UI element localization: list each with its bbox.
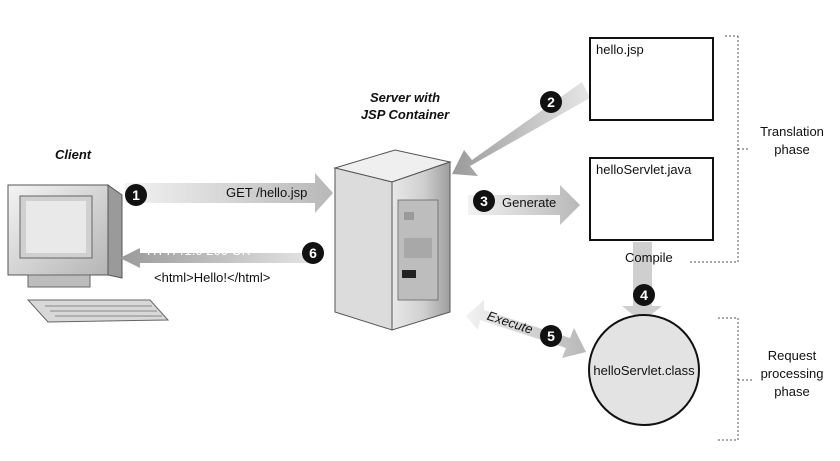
translation-phase-line2: phase xyxy=(774,142,810,157)
step-5-badge: 5 xyxy=(540,325,562,347)
server-tower-icon xyxy=(333,149,452,331)
step-6-badge: 6 xyxy=(302,242,324,264)
server-title-line1: Server with xyxy=(369,90,441,105)
hello-jsp-label: hello.jsp xyxy=(596,42,644,57)
client-title: Client xyxy=(55,147,92,162)
step-4-badge: 4 xyxy=(633,284,655,306)
server-title-line2: JSP Container xyxy=(360,107,450,122)
translation-phase-bracket xyxy=(690,35,748,263)
hello-servlet-java-file xyxy=(589,157,714,241)
step-3-badge: 3 xyxy=(473,190,495,212)
hello-jsp-file xyxy=(589,37,714,121)
generate-label: Generate xyxy=(502,195,557,210)
request-phase-line2: processing xyxy=(760,366,824,381)
hello-servlet-java-label: helloServlet.java xyxy=(596,162,692,177)
read-arrow xyxy=(452,82,590,176)
hello-servlet-class-label: helloServlet.class xyxy=(593,363,695,378)
hello-servlet-class-circle xyxy=(588,314,700,426)
response-body-label: <html>Hello!</html> xyxy=(154,270,271,285)
request-phase-line1: Request xyxy=(767,348,817,363)
response-status-label: HTTP/1.0 200 OK xyxy=(147,243,251,258)
step-2-badge: 2 xyxy=(540,91,562,113)
request-arrow xyxy=(125,173,333,213)
request-phase-bracket xyxy=(718,317,752,441)
generate-arrow xyxy=(468,185,580,225)
compile-label: Compile xyxy=(625,250,673,265)
translation-phase-line1: Translation xyxy=(760,124,824,139)
client-computer-icon xyxy=(7,184,170,323)
request-phase-line3: phase xyxy=(774,384,810,399)
request-label: GET /hello.jsp xyxy=(226,185,308,200)
response-arrow xyxy=(120,248,318,268)
step-1-badge: 1 xyxy=(125,184,147,206)
